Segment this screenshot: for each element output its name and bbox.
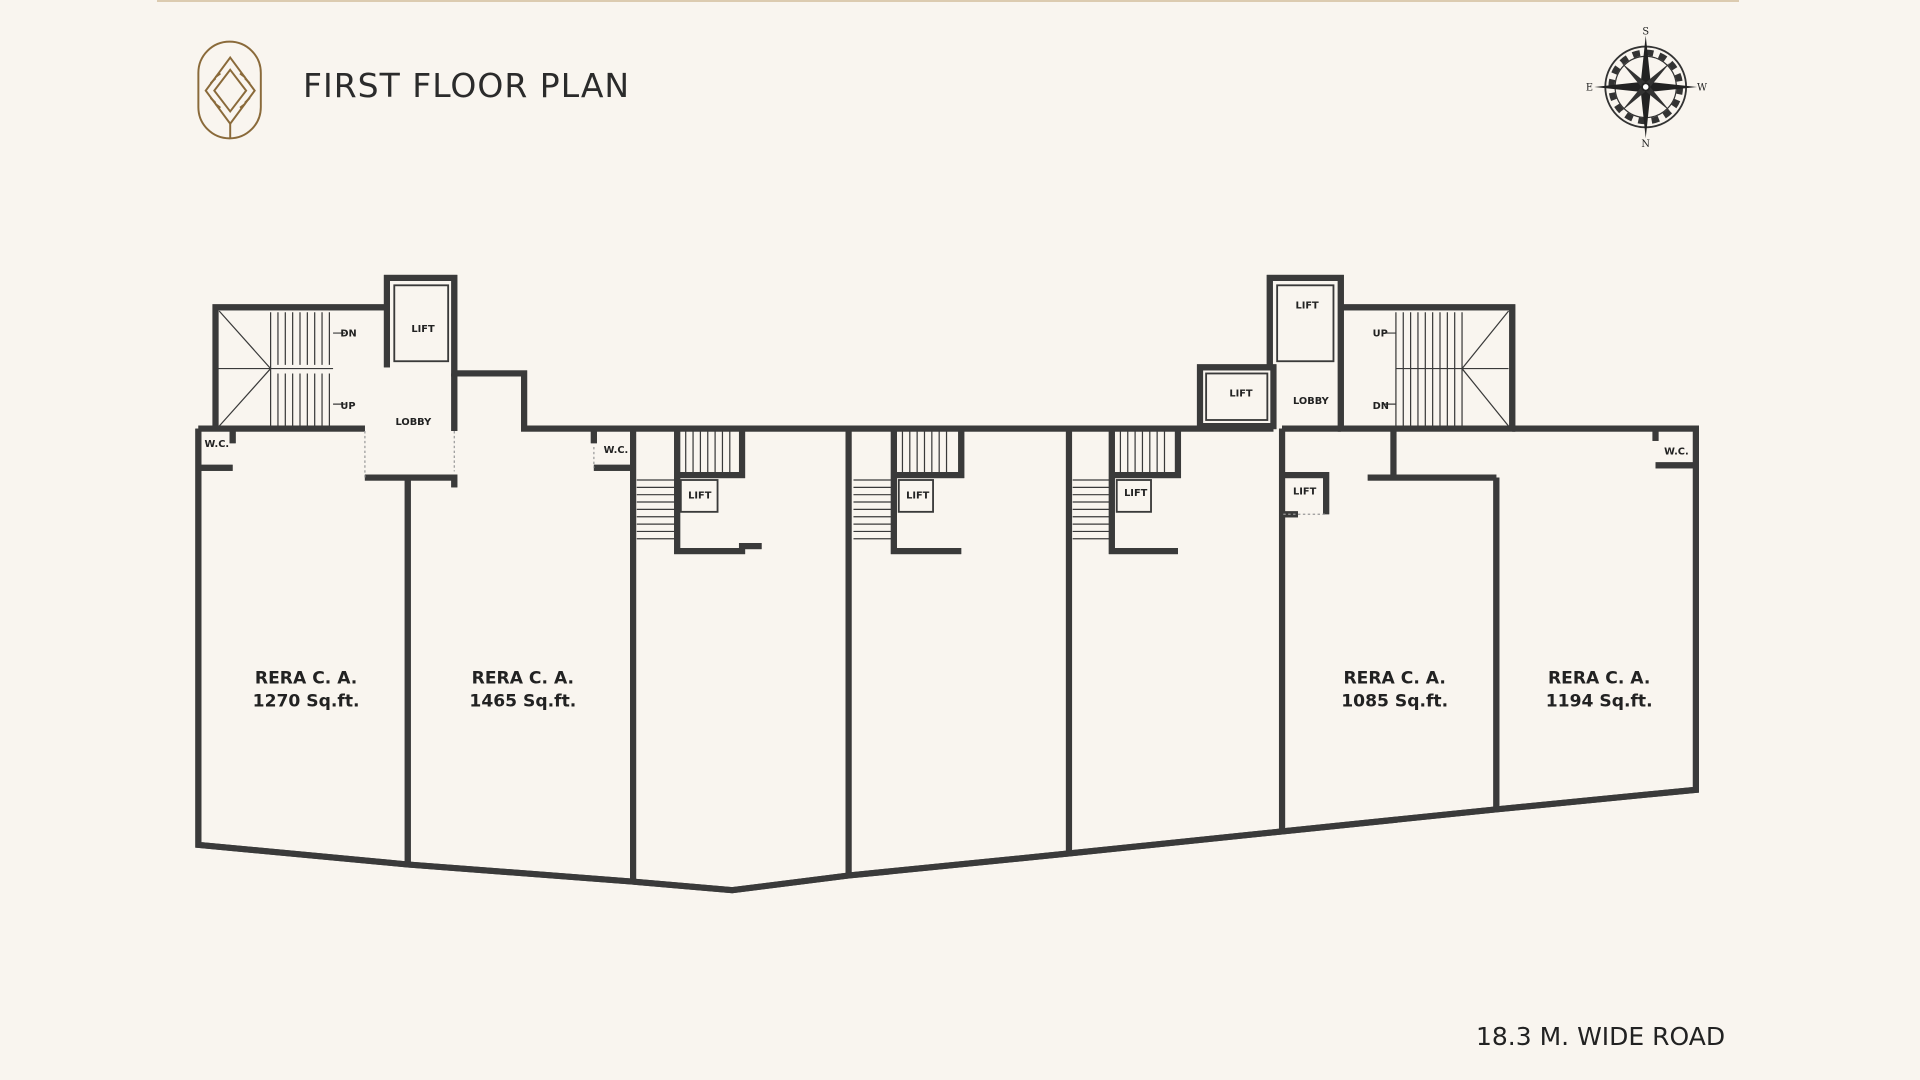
unit-area: 1270 Sq.ft. [253, 692, 360, 712]
unit-rera-label: RERA C. A. [1343, 668, 1445, 688]
lift-label: LIFT [411, 324, 435, 335]
stair-dn-label: DN [1373, 401, 1389, 412]
unit-rera-label: RERA C. A. [1548, 668, 1650, 688]
stair-up-label: UP [340, 401, 355, 412]
lift-label: LIFT [906, 490, 930, 501]
lift-label: LIFT [1293, 487, 1317, 498]
unit-area: 1194 Sq.ft. [1546, 692, 1653, 712]
wc-label: W.C. [1664, 446, 1689, 457]
lift-cars [393, 284, 1335, 513]
wc-label: W.C. [604, 445, 629, 456]
lift-label: LIFT [1124, 488, 1148, 499]
stair-dn-label: DN [340, 329, 356, 340]
wc-label: W.C. [204, 439, 229, 450]
page-title: FIRST FLOOR PLAN [303, 66, 631, 105]
staircase [215, 310, 1510, 540]
compass-rose-icon [1594, 35, 1698, 139]
lift-label: LIFT [688, 490, 712, 501]
lobby-label: LOBBY [396, 417, 433, 428]
compass-south-label: S [1642, 26, 1649, 37]
lift-label: LIFT [1296, 301, 1320, 312]
compass-east-label: E [1586, 83, 1593, 94]
unit-area: 1085 Sq.ft. [1341, 692, 1448, 712]
compass-north-label: N [1641, 139, 1650, 150]
compass-west-label: W [1697, 83, 1708, 94]
top-divider [157, 0, 1739, 2]
stair-up-label: UP [1373, 329, 1388, 340]
road-label: 18.3 M. WIDE ROAD [1476, 1022, 1726, 1051]
lobby-label: LOBBY [1293, 396, 1330, 407]
leaf-diamond-logo [197, 40, 262, 140]
lift-label: LIFT [1229, 389, 1253, 400]
walls [195, 274, 1699, 894]
unit-rera-label: RERA C. A. [255, 668, 357, 688]
unit-rera-label: RERA C. A. [472, 668, 574, 688]
unit-area: 1465 Sq.ft. [469, 692, 576, 712]
